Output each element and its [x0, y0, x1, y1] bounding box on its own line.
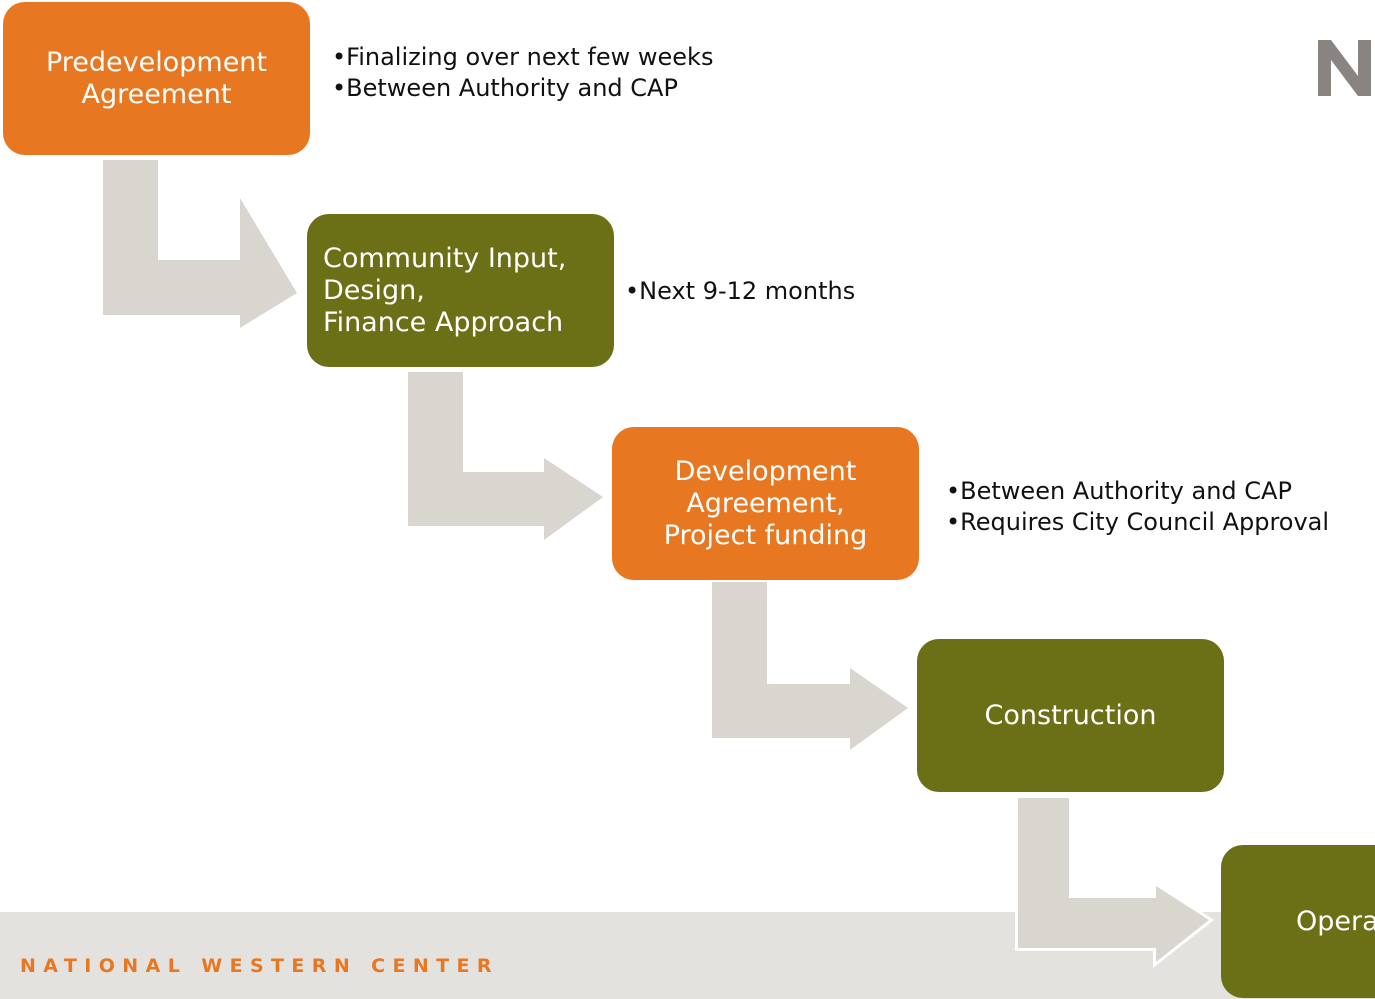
step-label: Construction — [984, 699, 1157, 731]
footer-brand-text: NATIONAL WESTERN CENTER — [20, 955, 499, 977]
step-label: Operations — [1296, 905, 1375, 937]
notes-step-1: •Finalizing over next few weeks •Between… — [332, 42, 713, 104]
arrow-3-4 — [712, 582, 908, 750]
step-community-input: Community Input, Design, Finance Approac… — [307, 214, 614, 367]
notes-step-3: •Between Authority and CAP •Requires Cit… — [946, 476, 1329, 538]
note-item: •Finalizing over next few weeks — [332, 43, 714, 71]
step-label: Community Input, Design, Finance Approac… — [323, 242, 567, 338]
logo-n-glyph — [1318, 40, 1371, 96]
arrow-2-3 — [408, 372, 603, 540]
step-construction: Construction — [917, 639, 1224, 792]
arrow-1-2 — [103, 160, 297, 328]
notes-step-2: •Next 9-12 months — [625, 276, 855, 307]
note-item: •Next 9-12 months — [625, 277, 856, 305]
step-label: Predevelopment Agreement — [45, 46, 268, 110]
note-item: •Between Authority and CAP — [332, 74, 678, 102]
note-item: •Between Authority and CAP — [946, 477, 1292, 505]
arrow-4-5-body — [1018, 798, 1209, 962]
step-label: Development Agreement, Project funding — [663, 455, 868, 551]
step-predevelopment-agreement: Predevelopment Agreement — [3, 2, 310, 155]
step-development-agreement: Development Agreement, Project funding — [612, 427, 919, 580]
step-operations: Operations — [1221, 845, 1375, 998]
logo-n-icon — [1318, 40, 1375, 96]
note-item: •Requires City Council Approval — [946, 508, 1330, 536]
